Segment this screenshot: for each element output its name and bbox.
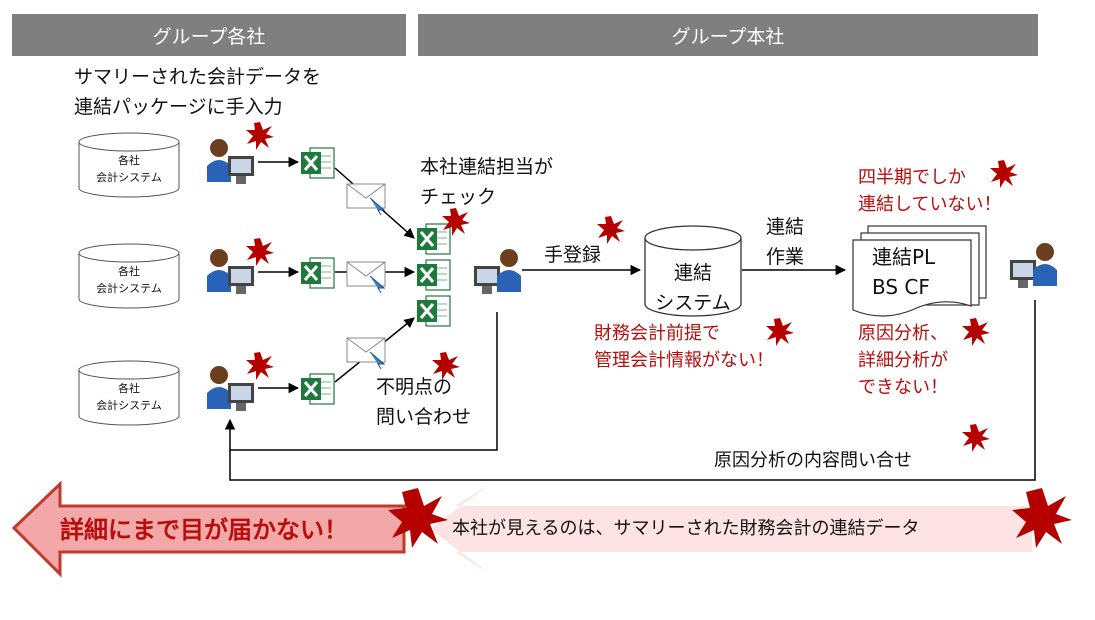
summary-input-note: サマリーされた会計データを 連結パッケージに手入力 — [74, 62, 321, 122]
cause-inquiry-text: 原因分析の内容問い合せ — [714, 450, 912, 471]
manual-register-text: 手登録 — [544, 244, 602, 266]
sub-system-db-2: 各社会計システム — [78, 243, 180, 309]
header-group-hq: グループ本社 — [418, 14, 1038, 56]
report-label: 連結PL BS CF — [872, 242, 935, 302]
report-line: 連結PL — [872, 245, 936, 269]
sub-system-type: 会計システム — [96, 282, 162, 295]
sub-system-db-3: 各社会計システム — [78, 360, 180, 426]
consolidation-system-label: 連結 システム — [650, 258, 736, 318]
problem-quarterly-only: 四半期でしか 連結していない！ — [858, 164, 1001, 218]
hq-excel-file-icon — [416, 294, 452, 332]
hq-excel-file-icon — [416, 258, 452, 296]
hq-check-note: 本社連結担当が チェック — [420, 152, 553, 212]
note-line: サマリーされた会計データを — [74, 66, 322, 88]
problem-line: 連結していない！ — [858, 194, 1002, 215]
header-group-hq-label: グループ本社 — [671, 25, 785, 48]
note-line: 作業 — [766, 246, 805, 268]
excel-file-icon — [300, 372, 336, 410]
warning-burst-icon — [432, 352, 460, 384]
person-computer-icon — [204, 138, 256, 192]
report-document-icon — [852, 225, 987, 317]
warning-burst-icon — [990, 160, 1018, 192]
sub-system-name: 各社 — [118, 382, 140, 395]
warning-burst-icon — [597, 216, 625, 248]
arrow-cause-inquiry — [229, 300, 1036, 481]
person-computer-icon — [204, 365, 256, 419]
excel-file-icon — [300, 146, 336, 184]
system-line: 連結 — [673, 262, 712, 284]
note-line: 不明点の — [376, 376, 453, 398]
problem-no-mgmt-accounting: 財務会計前提で 管理会計情報がない！ — [594, 320, 774, 374]
excel-file-icon — [300, 256, 336, 294]
warning-burst-icon — [962, 318, 990, 350]
sub-system-type: 会計システム — [96, 171, 162, 184]
banner-hq-view: 本社が見えるのは、サマリーされた財務会計の連結データ — [452, 514, 919, 544]
arrow-unclear-inquiry — [224, 312, 498, 451]
report-line: BS CF — [872, 275, 930, 299]
problem-line: できない！ — [858, 377, 948, 398]
database-icon — [78, 243, 180, 309]
unclear-inquiry-note: 不明点の 問い合わせ — [376, 372, 471, 432]
mail-envelope-icon — [346, 260, 390, 298]
sub-system-type: 会計システム — [96, 399, 162, 412]
mail-envelope-icon — [346, 336, 390, 374]
cause-inquiry-note: 原因分析の内容問い合せ — [714, 446, 912, 476]
problem-line: 四半期でしか — [858, 167, 966, 188]
problem-line: 原因分析、 — [858, 323, 948, 344]
warning-burst-icon — [766, 318, 794, 350]
header-group-companies: グループ各社 — [12, 14, 406, 56]
database-icon — [78, 360, 180, 426]
note-line: 連結パッケージに手入力 — [74, 96, 283, 118]
person-computer-icon — [204, 248, 256, 302]
hq-analyst-computer-icon — [1008, 242, 1060, 296]
banner-hq-view-arrow — [430, 484, 1032, 574]
problem-line: 詳細分析が — [858, 350, 948, 371]
sub-system-name: 各社 — [118, 154, 140, 167]
problem-no-analysis: 原因分析、 詳細分析が できない！ — [858, 320, 948, 401]
warning-burst-icon — [962, 424, 990, 456]
banner-no-detail-text: 詳細にまで目が届かない！ — [60, 516, 348, 544]
manual-register-label: 手登録 — [544, 240, 601, 270]
banner-hq-view-text: 本社が見えるのは、サマリーされた財務会計の連結データ — [452, 518, 920, 539]
banner-no-detail: 詳細にまで目が届かない！ — [60, 512, 348, 548]
warning-burst-icon — [246, 238, 274, 270]
note-line: 連結 — [766, 216, 805, 238]
note-line: チェック — [420, 186, 497, 208]
note-line: 問い合わせ — [376, 406, 472, 428]
sub-system-name: 各社 — [118, 265, 140, 278]
consolidation-work-label: 連結 作業 — [766, 212, 804, 272]
header-group-companies-label: グループ各社 — [152, 25, 266, 48]
hq-excel-file-icon — [416, 222, 452, 260]
note-line: 本社連結担当が — [420, 156, 554, 178]
big-burst-icon — [1012, 488, 1072, 552]
problem-line: 管理会計情報がない！ — [594, 350, 774, 371]
problem-line: 財務会計前提で — [594, 323, 720, 344]
hq-person-computer-icon — [472, 248, 524, 302]
system-line: システム — [655, 292, 731, 314]
warning-burst-icon — [246, 352, 274, 384]
warning-burst-icon — [442, 208, 470, 240]
mail-envelope-icon — [346, 182, 390, 220]
warning-burst-icon — [246, 122, 274, 154]
database-icon — [78, 132, 180, 198]
consolidation-system-db-icon — [644, 225, 742, 317]
big-burst-icon — [388, 488, 448, 552]
sub-system-db-1: 各社会計システム — [78, 132, 180, 198]
